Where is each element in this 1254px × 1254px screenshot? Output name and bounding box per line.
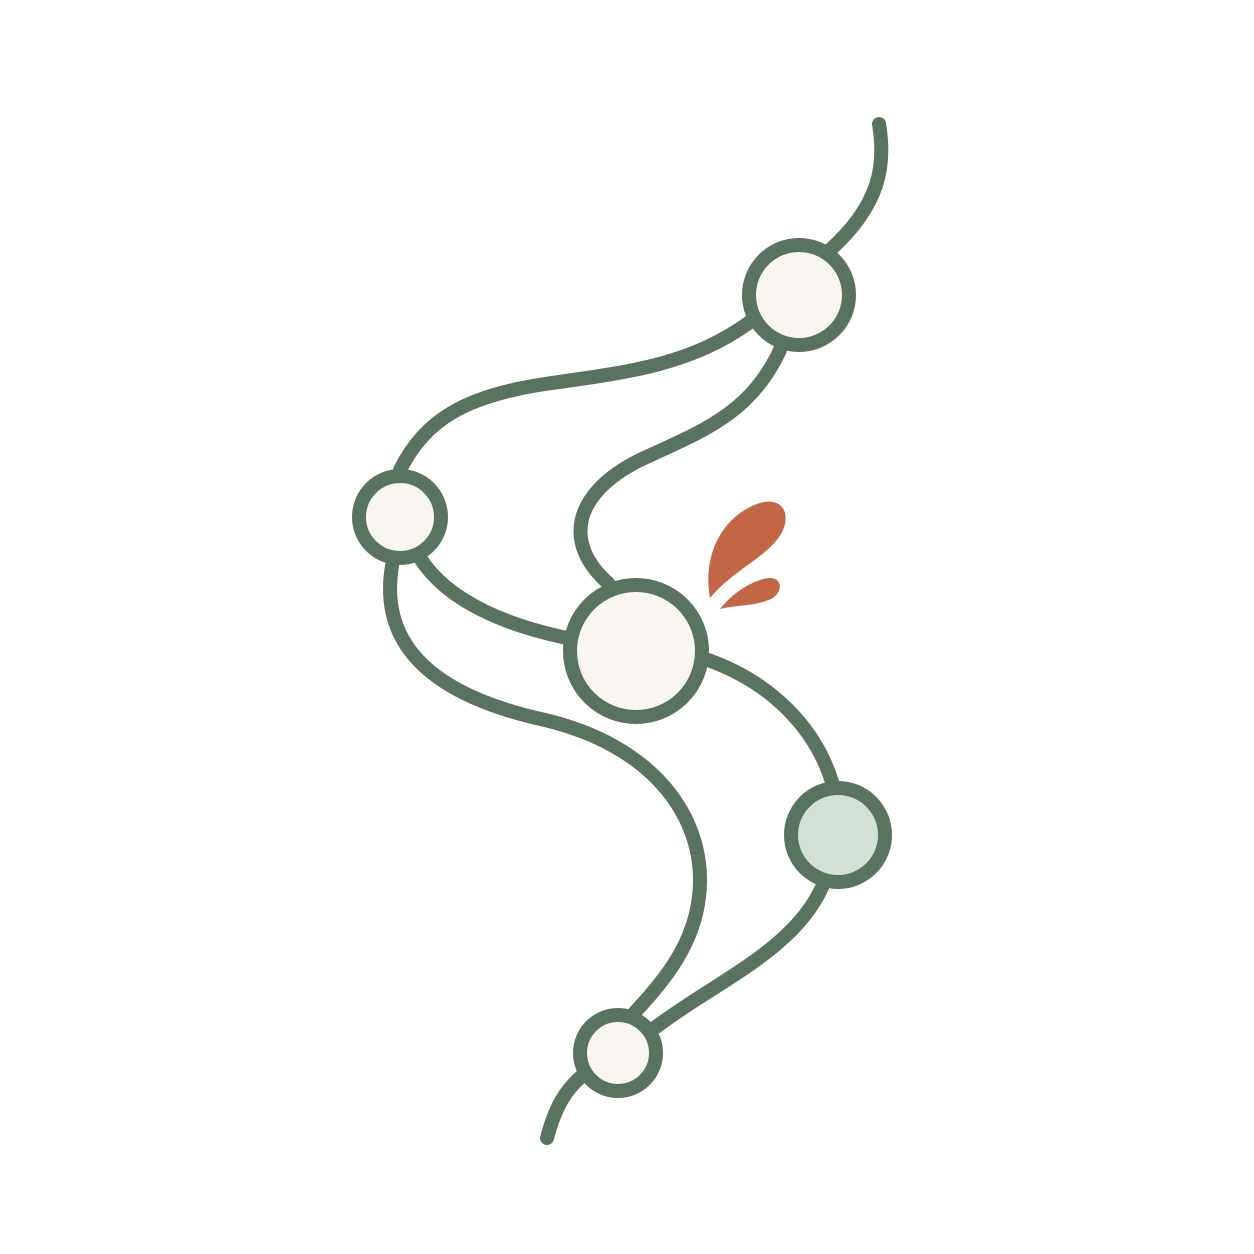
edge-lower-right-to-bottom: [649, 878, 830, 1034]
edges: [383, 117, 889, 1145]
edge-top-right-to-left: [393, 315, 757, 477]
edge-left-to-center: [413, 551, 574, 645]
splash-drop-small: [720, 578, 780, 609]
edge-top-right-to-center: [573, 343, 787, 590]
nodes: [352, 238, 892, 1098]
splash-drop-large: [708, 501, 786, 598]
node-left: [352, 469, 448, 565]
node-center: [563, 578, 709, 724]
node-top-right: [742, 238, 856, 352]
tail-bottom: [540, 1068, 590, 1145]
tail-top: [823, 117, 889, 257]
splash-drops-icon: [708, 501, 786, 609]
node-bottom: [573, 1008, 663, 1098]
node-lower-right: [784, 781, 892, 889]
edge-left-to-bottom: [383, 559, 707, 1019]
edge-center-to-lower-right: [701, 653, 839, 789]
